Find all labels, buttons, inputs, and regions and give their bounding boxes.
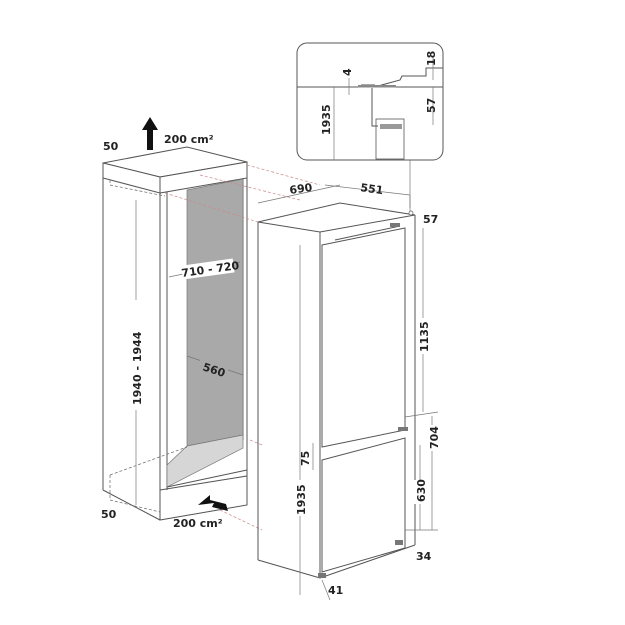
gap-top-label: 50: [103, 140, 119, 153]
upper-door-label: 1135: [418, 321, 431, 352]
vent-in-arrow-icon: [198, 495, 228, 511]
cabinet-niche: 200 cm² 200 cm² 50 50 1940 - 1944 710 - …: [101, 117, 321, 531]
bottom-offset-right-label: 34: [416, 550, 432, 563]
height-label: 1935: [295, 484, 308, 515]
niche-height-label: 1940 - 1944: [131, 331, 144, 405]
appliance: 690 551 57 1935 1135 75 630 704 34 41: [257, 160, 441, 601]
gap-bottom-label: 50: [101, 508, 117, 521]
lower-door-label: 630: [415, 479, 428, 502]
detail-gap-label: 4: [341, 68, 354, 76]
cabinet-plinth: [159, 475, 248, 521]
detail-offset-label: 57: [425, 98, 438, 113]
upper-door: [321, 227, 406, 448]
width-label: 551: [360, 181, 385, 197]
cabinet-floor: [166, 434, 244, 488]
door-gap-label: 75: [299, 451, 312, 466]
lower-door: [321, 437, 406, 573]
vent-up-arrow-icon: [142, 117, 158, 150]
vent-top-label: 200 cm²: [164, 133, 214, 146]
bottom-offset-left-label: 41: [328, 584, 343, 597]
lower-section-label: 704: [428, 426, 441, 449]
detail-height-label: 1935: [320, 104, 333, 135]
vent-bottom-label: 200 cm²: [173, 517, 223, 530]
detail-inset: 4 18 57 1935: [296, 42, 444, 161]
back-panel: [186, 178, 244, 447]
top-offset-label: 57: [423, 213, 438, 226]
detail-top-label: 18: [425, 51, 438, 66]
depth-label: 690: [289, 181, 314, 197]
